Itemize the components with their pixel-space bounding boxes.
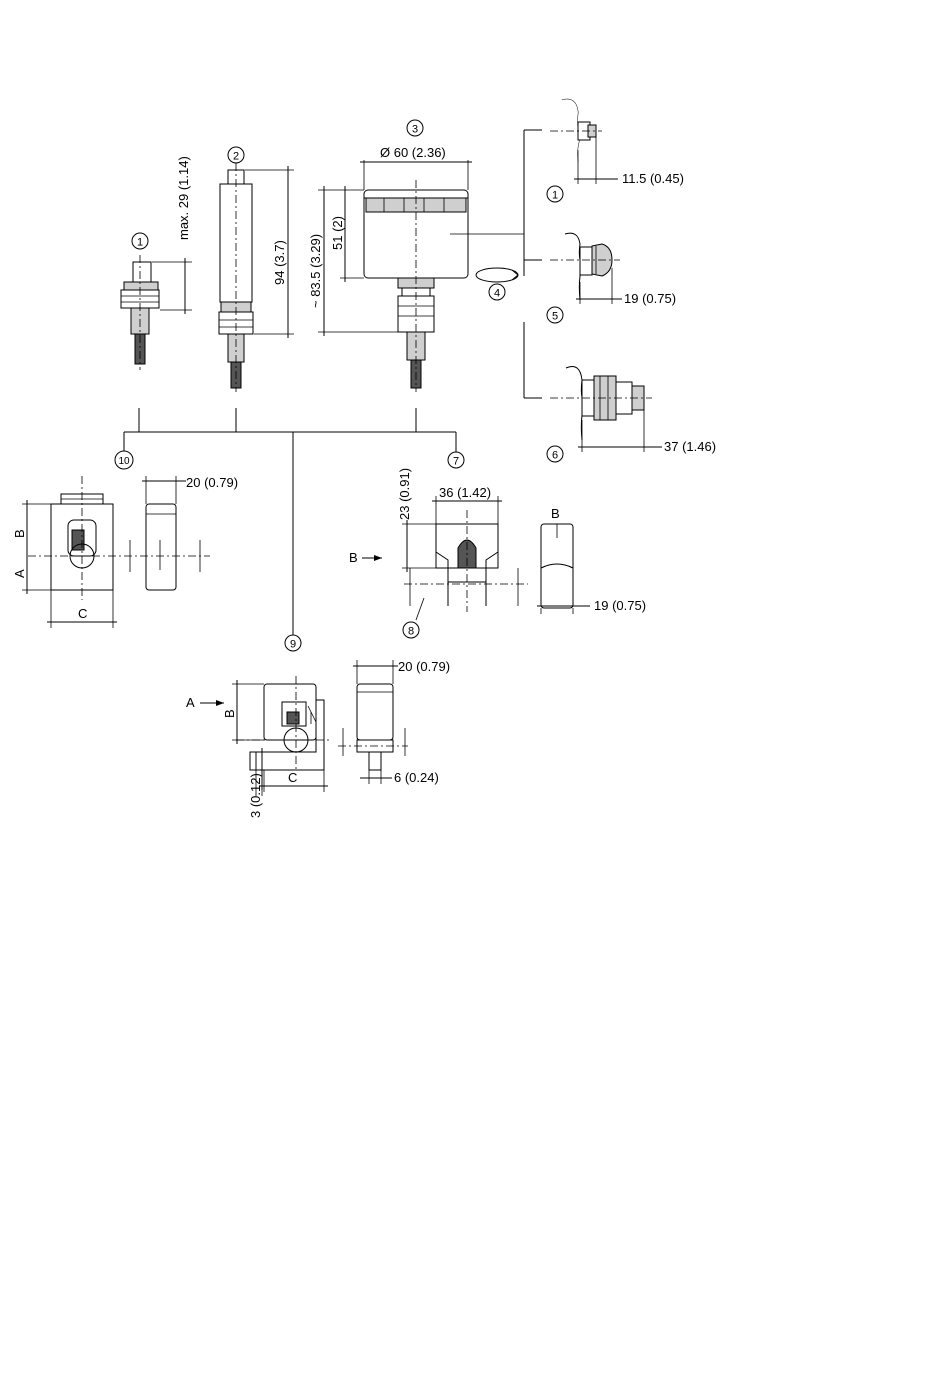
callout-5-right: 5 <box>547 307 563 323</box>
bracket-7-side: B 19 (0.75) <box>537 506 646 614</box>
housing-height-label: 51 (2) <box>330 216 345 250</box>
callout-1-right: 1 <box>547 186 563 202</box>
cap5-length-label: 19 (0.75) <box>624 291 676 306</box>
callout-4-rotation: 4 <box>489 284 505 300</box>
housing-total-height-label: ~ 83.5 (3.29) <box>308 234 323 308</box>
cap-option-5: 19 (0.75) <box>550 233 676 306</box>
bracket-9-front <box>236 676 330 772</box>
b9-a-arrow-label: A <box>186 695 195 710</box>
bracket-9-side: 20 (0.79) 6 (0.24) <box>338 659 450 785</box>
cap1-length-label: 11.5 (0.45) <box>622 171 684 186</box>
callout-3-housing-sensor: 3 <box>407 120 423 136</box>
bracket-7-front <box>404 510 528 612</box>
cap6-length-label: 37 (1.46) <box>664 439 716 454</box>
callout-5r-label: 5 <box>552 311 558 323</box>
b10-width-label: 20 (0.79) <box>186 475 238 490</box>
cap-options-bracket <box>524 130 542 398</box>
small-sensor <box>121 255 159 370</box>
callout-10-label: 10 <box>118 456 130 467</box>
long-sensor <box>219 163 253 392</box>
b7-b-arrow-label: B <box>349 550 358 565</box>
b9-offset-label: 3 (0.12) <box>248 773 263 818</box>
callout-4-label: 4 <box>494 288 500 300</box>
cap-option-6: 37 (1.46) <box>550 367 716 455</box>
b9-width-label: 20 (0.79) <box>398 659 450 674</box>
callout-8-label: 8 <box>408 626 414 638</box>
callout-1r-label: 1 <box>552 190 558 202</box>
callout-1-small-sensor: 1 <box>132 233 148 249</box>
callout-3-label: 3 <box>412 124 418 136</box>
b9-c-label: C <box>288 770 297 785</box>
callout-8-bracket: 8 <box>403 598 424 638</box>
b7-height-label: 23 (0.91) <box>397 468 412 520</box>
long-sensor-height-label: 94 (3.7) <box>272 240 287 285</box>
cap-option-1: 11.5 (0.45) <box>550 99 684 186</box>
housing-diameter-label: Ø 60 (2.36) <box>380 145 446 160</box>
callout-9-bracket: 9 <box>285 635 301 651</box>
b10-b-label: B <box>12 529 27 538</box>
small-sensor-height-label: max. 29 (1.14) <box>176 156 191 240</box>
callout-2-long-sensor: 2 <box>228 147 244 163</box>
b7-width-label: 36 (1.42) <box>439 485 491 500</box>
callout-7-bracket: 7 <box>448 452 464 468</box>
callout-6-right: 6 <box>547 446 563 462</box>
callout-7-label: 7 <box>453 456 459 468</box>
b7-side-width-label: 19 (0.75) <box>594 598 646 613</box>
callout-6r-label: 6 <box>552 450 558 462</box>
bracket-10-side: 20 (0.79) <box>124 475 238 590</box>
b9-b-label: B <box>222 709 237 718</box>
bracket-10-front <box>28 476 122 600</box>
rotation-symbol <box>476 268 518 282</box>
b10-c-label: C <box>78 606 87 621</box>
callout-2-label: 2 <box>233 151 239 163</box>
b7-b-side-label: B <box>551 506 560 521</box>
callout-9-label: 9 <box>290 639 296 651</box>
callout-10-bracket: 10 <box>115 451 133 469</box>
callout-1-label: 1 <box>137 237 143 249</box>
b10-a-label: A <box>12 569 27 578</box>
b9-slot-label: 6 (0.24) <box>394 770 439 785</box>
